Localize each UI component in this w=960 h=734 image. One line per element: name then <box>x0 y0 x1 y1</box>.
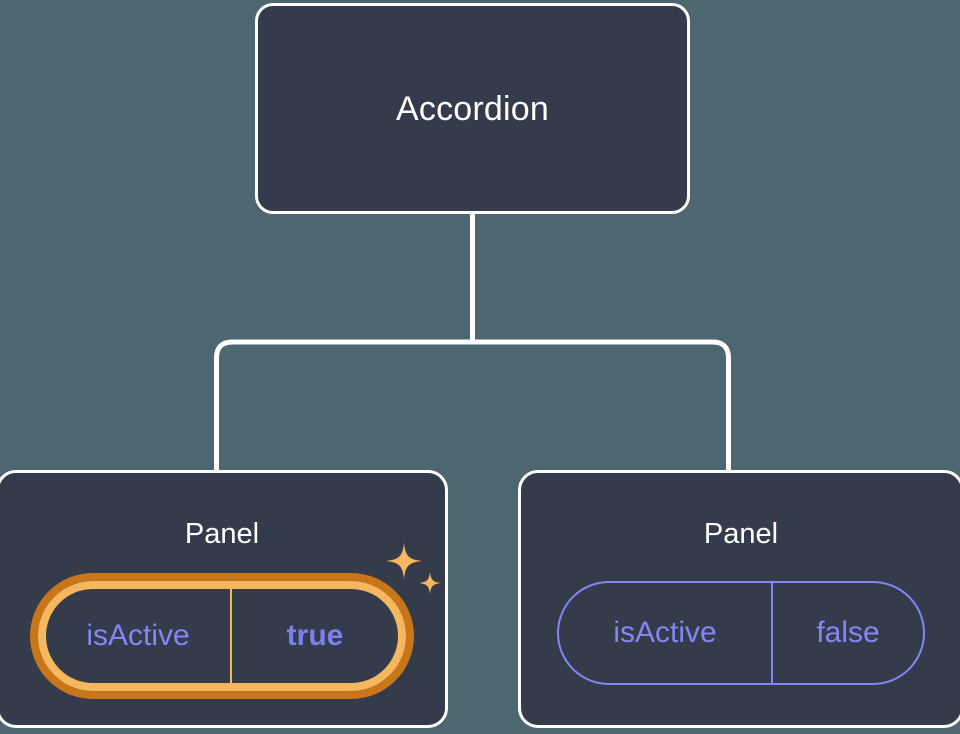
prop-key-label: isActive <box>559 583 773 683</box>
sparkle-small-icon <box>419 572 441 594</box>
connector-branch-bus <box>214 339 731 470</box>
prop-value-label: true <box>286 619 344 652</box>
prop-key-label: isActive <box>46 589 232 683</box>
prop-pill-is-active[interactable]: isActive true <box>38 581 406 691</box>
prop-value-label: false <box>816 616 880 649</box>
prop-pill-is-active[interactable]: isActive false <box>557 581 925 685</box>
node-panel-inactive[interactable]: Panel isActive false <box>518 470 960 728</box>
prop-pill-inactive-wrap: isActive false <box>557 581 925 685</box>
node-panel-active[interactable]: Panel isActive true <box>0 470 448 728</box>
node-accordion-title: Accordion <box>396 89 549 128</box>
node-accordion[interactable]: Accordion <box>255 3 690 214</box>
sparkle-large-icon <box>386 543 422 579</box>
node-panel-inactive-title: Panel <box>703 518 779 550</box>
prop-pill-active-wrap: isActive true <box>38 543 441 691</box>
node-panel-active-title: Panel <box>184 518 260 550</box>
